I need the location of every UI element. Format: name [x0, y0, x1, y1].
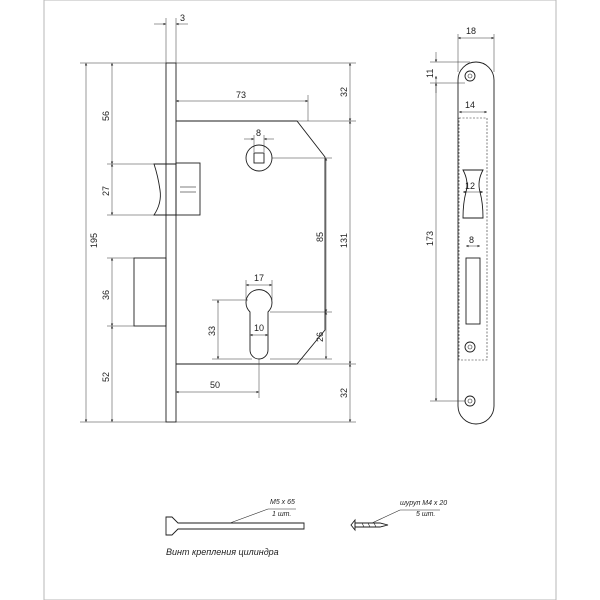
strike-plate-view — [457, 61, 495, 425]
dim-bolt-to-bottom: 52 — [101, 372, 111, 382]
faceplate — [165, 62, 177, 423]
dim-bolt-height: 36 — [101, 290, 111, 300]
strike-box — [458, 117, 488, 361]
dim-strike-inner-width: 14 — [465, 100, 475, 110]
dim-strike-latch-hole: 12 — [465, 181, 475, 191]
screw-short: шуруп M4 x 20 5 шт. — [350, 500, 447, 532]
lock-body — [176, 120, 326, 365]
cylinder-screw-caption: Винт крепления цилиндра — [166, 547, 279, 557]
dim-bottom-offset: 32 — [339, 388, 349, 398]
dim-body-height: 131 — [339, 233, 349, 248]
dim-square-hole: 8 — [256, 128, 261, 138]
dim-center-to-center: 85 — [315, 232, 325, 242]
dim-cylinder-lower: 26 — [315, 332, 325, 342]
dim-strike-width: 18 — [466, 26, 476, 36]
dim-latch-height: 27 — [101, 186, 111, 196]
latch-window — [462, 169, 484, 219]
dim-cylinder-width: 17 — [254, 273, 264, 283]
bolt-window — [465, 257, 481, 325]
lock-body-view — [133, 62, 326, 423]
dim-top-offset: 32 — [339, 87, 349, 97]
dim-cylinder-height: 33 — [207, 326, 217, 336]
dim-faceplate-thickness: 3 — [180, 13, 185, 23]
dim-strike-height: 173 — [425, 231, 435, 246]
strike-dimensions: 18 11 14 12 8 173 — [425, 26, 495, 402]
dim-strike-top: 11 — [425, 69, 435, 78]
dead-bolt — [133, 257, 167, 327]
dim-backset: 50 — [210, 380, 220, 390]
screw-short-qty: 5 шт. — [416, 511, 435, 518]
lock-dimensions: 3 195 56 27 36 52 73 32 8 — [80, 13, 356, 423]
dim-backset-body: 73 — [236, 90, 246, 100]
dim-top-to-latch: 56 — [101, 111, 111, 121]
dim-total-height: 195 — [89, 233, 99, 248]
screw-long: M5 x 65 1 шт. — [165, 499, 305, 536]
screw-long-spec: M5 x 65 — [270, 499, 295, 506]
screw-long-qty: 1 шт. — [272, 511, 291, 518]
screw-short-spec: шуруп M4 x 20 — [400, 500, 447, 507]
dim-strike-bolt-hole: 8 — [469, 235, 474, 245]
cylinder-cutout — [245, 289, 273, 360]
page-frame — [43, 0, 557, 600]
spindle-hub — [245, 144, 273, 172]
strike-plate — [457, 61, 495, 425]
dim-cylinder-pin: 10 — [254, 323, 264, 333]
latch-bolt — [153, 162, 201, 216]
